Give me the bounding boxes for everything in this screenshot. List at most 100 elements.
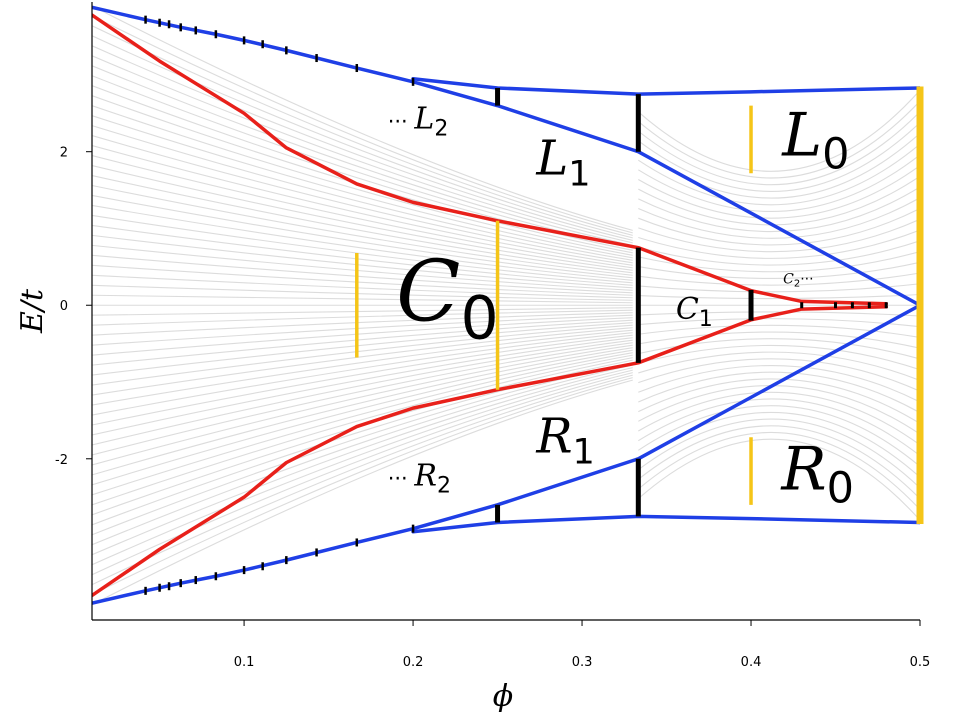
spectrum-line xyxy=(638,398,920,457)
spectrum-line xyxy=(637,425,920,500)
spectrum-line xyxy=(92,294,633,304)
spectrum-line xyxy=(92,264,633,296)
spectrum-line xyxy=(638,272,920,286)
spectrum-line xyxy=(638,240,920,266)
spectrum-line xyxy=(638,338,920,360)
spectrum-line xyxy=(92,367,633,556)
spectrum-line xyxy=(92,25,633,236)
spectrum-line xyxy=(638,364,920,403)
spectrum-line xyxy=(92,309,633,326)
region-label-l1: L1 xyxy=(535,131,590,195)
spectrum-line xyxy=(638,371,920,414)
y-axis-title: E/t xyxy=(15,288,50,334)
spectrum-line xyxy=(92,65,633,246)
spectrum-line xyxy=(638,229,920,259)
spectrum-line xyxy=(637,438,920,521)
spectrum-line xyxy=(92,337,633,436)
spectrum-line xyxy=(638,344,920,371)
spectrum-line xyxy=(92,85,633,251)
region-label-l2: ··· L2 xyxy=(388,102,449,142)
region-label-r1: R1 xyxy=(535,409,594,473)
spectrum-line xyxy=(92,327,633,396)
spectrum-line xyxy=(637,89,920,172)
spectrum-line xyxy=(638,261,920,280)
spectrum-line xyxy=(92,334,633,426)
spectrum-line xyxy=(637,122,920,192)
spectrum-line xyxy=(92,145,633,266)
spectrum-line xyxy=(92,224,633,286)
spectrum-line xyxy=(92,174,633,274)
spectrum-line xyxy=(92,105,633,256)
spectrum-line xyxy=(92,319,633,366)
spectrum-line xyxy=(638,197,920,239)
region-label-r0: R0 xyxy=(780,434,854,513)
spectrum-line xyxy=(92,329,633,406)
spectrum-line xyxy=(92,374,633,586)
spectrum-line xyxy=(638,405,920,467)
spectrum-line xyxy=(637,418,920,489)
spectrum-line xyxy=(92,369,633,566)
x-tick-label: 0.3 xyxy=(572,655,593,670)
spectrum-line xyxy=(638,358,920,392)
x-axis-title: ϕ xyxy=(493,679,513,714)
spectrum-line xyxy=(92,347,633,476)
spectrum-line xyxy=(638,208,920,246)
spectrum-line xyxy=(92,332,633,416)
spectrum-line xyxy=(637,431,920,510)
spectrum-line xyxy=(92,244,633,291)
x-tick-label: 0.2 xyxy=(403,655,424,670)
region-label-l0: L0 xyxy=(781,101,849,180)
spectrum-line xyxy=(92,284,633,301)
spectrum-line xyxy=(92,204,633,281)
spectrum-line xyxy=(637,100,920,179)
spectrum-line xyxy=(92,379,633,606)
spectrum-line xyxy=(92,324,633,386)
spectrum-line xyxy=(92,349,633,486)
spectrum-line xyxy=(92,364,633,546)
spectrum-line xyxy=(92,312,633,336)
spectrum-line xyxy=(92,342,633,456)
spectrum-line xyxy=(638,165,920,219)
spectrum-line xyxy=(92,135,633,264)
spectrum-line xyxy=(92,314,633,346)
spectrum-line xyxy=(638,250,920,273)
spectrum-line xyxy=(638,385,920,435)
gap-marker-layer xyxy=(144,15,924,595)
spectrum-line xyxy=(638,331,920,349)
spectrum-line xyxy=(92,352,633,496)
region-label-r2: ··· R2 xyxy=(388,459,451,499)
spectrum-line xyxy=(92,5,633,231)
x-tick-label: 0.4 xyxy=(741,655,762,670)
x-tick-label: 0.1 xyxy=(234,655,255,670)
spectrum-line xyxy=(92,115,633,259)
spectrum-line xyxy=(638,154,920,212)
spectrum-line xyxy=(638,143,920,206)
spectrum-line xyxy=(92,377,633,596)
spectrum-line xyxy=(92,317,633,356)
spectrum-line xyxy=(638,351,920,381)
spectrum-line xyxy=(92,194,633,279)
spectrum-line xyxy=(92,234,633,289)
spectrum-line xyxy=(92,55,633,244)
y-tick-label: -2 xyxy=(55,453,68,468)
x-tick-label: 0.5 xyxy=(910,655,931,670)
spectrum-line xyxy=(92,125,633,261)
spectrum-line xyxy=(92,339,633,446)
spectrum-line xyxy=(637,111,920,186)
spectrum-line xyxy=(638,218,920,253)
series-line xyxy=(92,305,888,598)
y-tick-label: 2 xyxy=(60,146,68,161)
spectrum-line xyxy=(638,391,920,446)
spectrum-line xyxy=(92,45,633,241)
spectrum-line xyxy=(92,184,633,276)
region-label-c0: C0 xyxy=(396,243,498,354)
spectrum-line xyxy=(92,307,633,316)
region-label-c2: C2··· xyxy=(783,272,813,290)
spectrum-line xyxy=(92,322,633,376)
series-line xyxy=(92,13,888,306)
spectrum-line xyxy=(638,324,920,339)
spectrum-line xyxy=(92,15,633,234)
